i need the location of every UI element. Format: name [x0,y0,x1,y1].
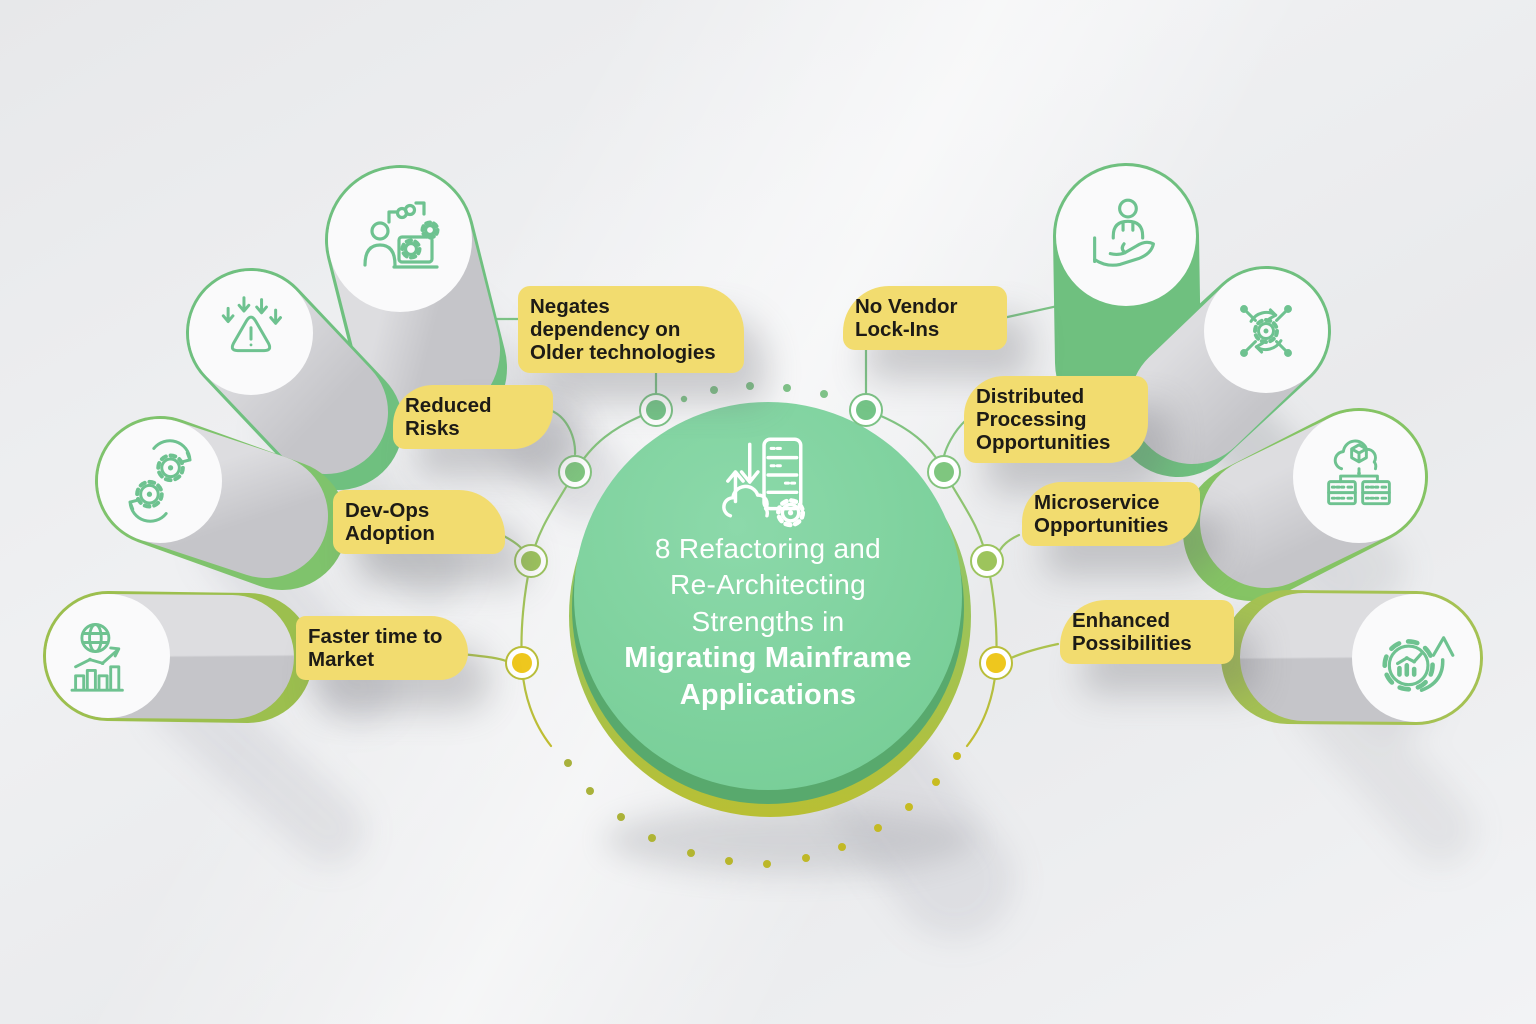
warning-triangle-arrows-icon [221,296,282,353]
ring-node-negates [639,393,673,427]
branch-label-devops-adoption: Dev-Ops Adoption [333,490,505,555]
gear-network-nodes-icon [1240,305,1292,357]
ring-node-distributed [927,455,961,489]
bubble-vendor [1053,163,1201,435]
bubble-faster [43,591,313,723]
branch-label-no-vendor-lock-ins: No Vendor Lock-Ins [843,286,1007,351]
cloud-cube-servers-icon [1327,439,1391,506]
bubble-distributed [1113,266,1331,477]
cloud-server-migration-icon [722,437,806,528]
person-laptop-gears-link-icon [363,201,440,269]
ring-node-vendor [849,393,883,427]
center-title: 8 Refactoring and Re-Architecting Streng… [593,531,943,714]
hand-holding-user-icon [1093,198,1156,267]
dotted-arc-top [680,382,828,403]
devops-gears-loop-icon [128,439,192,523]
center-title-line: Re-Architecting [670,569,866,601]
globe-growth-chart-icon [70,623,124,692]
ring-node-devops [514,544,548,578]
ring-node-enhanced [979,646,1013,680]
ring-node-faster [505,646,539,680]
center-title-line: 8 Refactoring and [654,533,882,564]
gear-chart-growth-arrow-icon [1382,636,1455,692]
branch-label-reduced-risks: Reduced Risks [393,385,553,450]
branch-label-microservice-opportunities: Microservice Opportunities [1022,482,1200,547]
bubble-reduced [186,268,403,490]
center-title-line: Strengths in [691,605,845,637]
bubble-devops [95,416,347,590]
line-vendor [1001,303,1064,320]
center-circle-shadow [605,806,975,874]
dotted-arc-bottom [564,752,961,868]
branch-label-distributed-processing: Distributed Processing Opportunities [964,376,1148,464]
center-title-line-bold: Applications [679,679,857,712]
ring-node-reduced [558,455,592,489]
center-title-line-bold: Migrating Mainframe [624,642,912,675]
branch-label-faster-time-to-market: Faster time to Market [296,616,468,681]
ring-nodes [505,393,1013,680]
ring-node-micro [970,544,1004,578]
branch-label-enhanced-possibilities: Enhanced Possibilities [1060,600,1234,665]
branch-label-negates-dependency: Negates dependency on Older technologies [518,286,744,374]
center-circle [569,402,975,874]
